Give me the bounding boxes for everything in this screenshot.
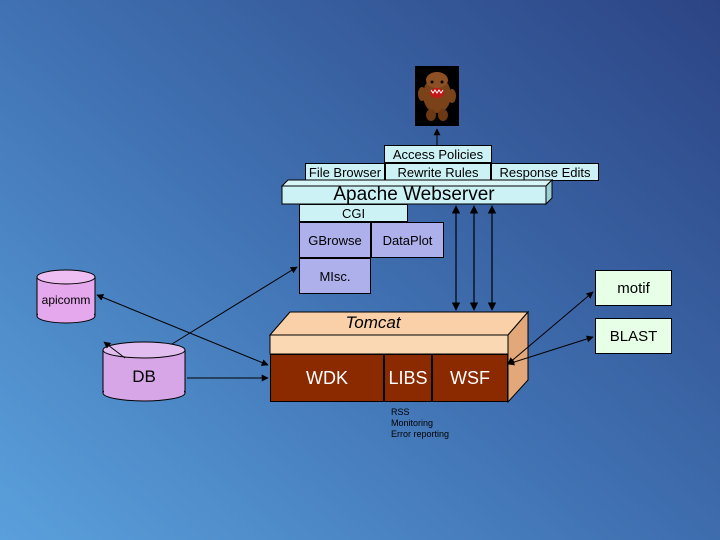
db-label: DB: [132, 367, 156, 386]
access-policies-label: Access Policies: [392, 146, 484, 162]
wsf-label: WSF: [450, 367, 490, 388]
wdk-box: WDK: [270, 354, 384, 402]
libs-box: LIBS: [384, 354, 432, 402]
apache-bar-shape: [280, 178, 554, 206]
rewrite-rules-label: Rewrite Rules: [397, 164, 479, 180]
motif-box: motif: [595, 270, 672, 306]
misc-box: MIsc.: [299, 258, 371, 294]
blast-box: BLAST: [595, 318, 672, 354]
apicomm-cylinder: [36, 269, 96, 324]
cgi-box: CGI: [299, 204, 408, 222]
note-rss: RSS: [391, 407, 410, 417]
response-edits-label: Response Edits: [499, 164, 591, 180]
wdk-label: WDK: [306, 367, 348, 388]
dataplot-box: DataPlot: [371, 222, 444, 258]
gbrowse-box: GBrowse: [299, 222, 371, 258]
motif-label: motif: [617, 279, 650, 297]
brown-monster-mascot-icon: [418, 72, 456, 121]
tomcat-label: Tomcat: [345, 313, 401, 332]
rewrite-rules-box: Rewrite Rules: [385, 163, 491, 181]
misc-label: MIsc.: [319, 268, 351, 284]
wsf-box: WSF: [432, 354, 508, 402]
apicomm-label: apicomm: [41, 293, 91, 307]
edge-apicomm-wdk: [96, 294, 269, 366]
blast-label: BLAST: [609, 327, 658, 345]
cgi-label: CGI: [341, 205, 366, 221]
gbrowse-label: GBrowse: [308, 232, 362, 248]
file-browser-box: File Browser: [305, 163, 385, 181]
note-monitoring: Monitoring: [391, 418, 434, 428]
libs-label: LIBS: [388, 367, 428, 388]
note-error-reporting: Error reporting: [391, 429, 450, 439]
mascot-image: [415, 66, 459, 126]
edge-blast-wsf: [507, 335, 594, 366]
apache-webserver-label: Apache Webserver: [333, 184, 495, 205]
file-browser-label: File Browser: [308, 164, 382, 180]
access-policies-box: Access Policies: [384, 145, 492, 163]
dataplot-label: DataPlot: [382, 232, 433, 248]
tomcat-container: [268, 310, 530, 404]
libs-notes: RSS Monitoring Error reporting: [391, 407, 449, 440]
